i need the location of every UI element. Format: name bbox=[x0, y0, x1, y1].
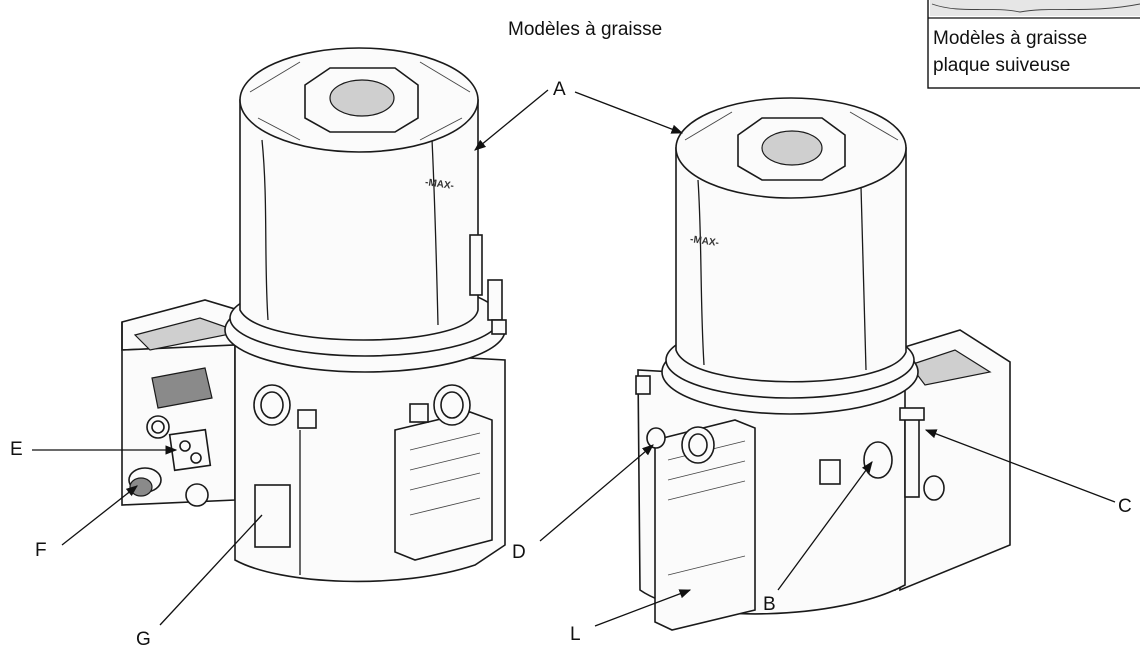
callout-a-leader-left bbox=[474, 89, 549, 151]
left-pump: -MAX- bbox=[121, 47, 507, 583]
callout-g-label: G bbox=[136, 629, 151, 648]
callouts: A E F G D L B C bbox=[10, 79, 1132, 648]
callout-a-leader-right bbox=[574, 91, 684, 134]
callout-l-leader bbox=[594, 589, 692, 627]
callout-c-leader bbox=[924, 429, 1116, 503]
callout-b-leader bbox=[777, 461, 873, 591]
callout-f-leader bbox=[61, 485, 138, 546]
inset-caption-line1: Modèles à graisse bbox=[933, 28, 1087, 49]
right-reservoir-max-mark: -MAX- bbox=[689, 234, 719, 249]
callout-d-label: D bbox=[512, 542, 526, 563]
callout-f-label: F bbox=[35, 540, 47, 561]
inset-caption-box: Modèles à graisse plaque suiveuse bbox=[927, 0, 1140, 89]
callout-a-label: A bbox=[553, 79, 566, 100]
callout-e-label: E bbox=[10, 439, 23, 460]
callout-l-label: L bbox=[570, 624, 581, 645]
right-pump: -MAX- bbox=[635, 97, 1011, 631]
callout-b-label: B bbox=[763, 594, 776, 615]
figure-title: Modèles à graisse bbox=[508, 19, 662, 40]
left-reservoir-max-mark: -MAX- bbox=[424, 177, 454, 192]
inset-caption-line2: plaque suiveuse bbox=[933, 55, 1070, 76]
callout-d-leader bbox=[539, 444, 654, 542]
callout-c-label: C bbox=[1118, 496, 1132, 517]
callout-g-leader bbox=[159, 514, 263, 626]
